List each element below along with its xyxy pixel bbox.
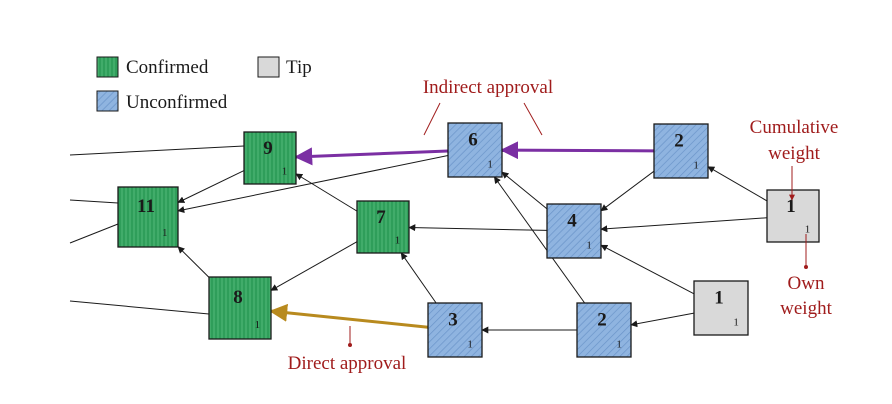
own-weight-value: 1 xyxy=(616,338,622,350)
own-weight-value: 1 xyxy=(693,159,699,171)
edge-n8-to-n11 xyxy=(177,246,210,278)
node-n7: 71 xyxy=(356,200,410,254)
cumulative-weight-value: 8 xyxy=(233,287,243,308)
annotations: Indirect approval Cumulative weight Own … xyxy=(288,77,839,374)
own-weight-value: 1 xyxy=(805,224,811,236)
edge-n2b-to-n6 xyxy=(493,176,586,304)
edge-n3-to-n7 xyxy=(400,252,437,304)
legend-unconfirmed-swatch xyxy=(96,90,119,112)
node-box xyxy=(766,189,820,243)
edge-offscreen-to-n8 xyxy=(69,300,210,315)
edge-n7-to-n9 xyxy=(295,173,358,212)
node-n11: 111 xyxy=(117,186,179,248)
edge-n2a-to-n4 xyxy=(600,170,655,212)
legend: Confirmed Tip Unconfirmed xyxy=(96,56,312,113)
edge-n9-to-n11 xyxy=(177,170,245,203)
edge-offscreen-to-n9 xyxy=(69,145,245,156)
direct-approval-pointer-dot xyxy=(348,343,352,347)
cumulative-weight-value: 2 xyxy=(597,310,607,331)
node-n6: 61 xyxy=(447,122,503,178)
indirect-approval-pointer-2 xyxy=(523,102,543,136)
edge-offscreen-to-n11-a xyxy=(69,199,119,204)
cumulative-weight-value: 11 xyxy=(137,196,155,217)
legend-tip-swatch xyxy=(257,56,280,78)
own-weight-label-line1: Own xyxy=(788,273,825,294)
direct-approval-label: Direct approval xyxy=(288,353,407,374)
node-box xyxy=(653,123,709,179)
indirect-approval-label: Indirect approval xyxy=(423,77,553,98)
edge-layer xyxy=(177,141,768,334)
legend-tip-label: Tip xyxy=(286,57,312,78)
own-weight-value: 1 xyxy=(487,158,493,170)
own-weight-value: 1 xyxy=(162,227,168,239)
edge-n3-to-n8 xyxy=(269,303,429,329)
edge-n4-to-n6 xyxy=(501,171,548,210)
cumulative-weight-label-line1: Cumulative xyxy=(750,117,839,138)
cumulative-weight-value: 2 xyxy=(674,131,684,152)
node-n1a: 11 xyxy=(766,189,820,243)
node-n1b: 11 xyxy=(693,280,749,336)
own-weight-value: 1 xyxy=(467,338,473,350)
node-box xyxy=(447,122,503,178)
cumulative-weight-value: 1 xyxy=(714,288,724,309)
edge-n2a-to-n6 xyxy=(500,141,655,160)
node-n9: 91 xyxy=(243,131,297,185)
node-n8: 81 xyxy=(208,276,272,340)
node-box xyxy=(546,203,602,259)
node-box xyxy=(243,131,297,185)
cumulative-weight-label-line2: weight xyxy=(768,143,820,164)
node-box xyxy=(208,276,272,340)
node-box xyxy=(427,302,483,358)
own-weight-value: 1 xyxy=(395,235,401,247)
node-box xyxy=(117,186,179,248)
node-n4: 41 xyxy=(546,203,602,259)
edge-n6-to-n9 xyxy=(294,147,449,166)
edge-n6-to-n11 xyxy=(177,155,449,214)
own-weight-pointer-dot xyxy=(804,265,808,269)
offscreen-edges xyxy=(69,145,245,315)
edge-n4-to-n7 xyxy=(408,224,548,232)
legend-unconfirmed-label: Unconfirmed xyxy=(126,92,228,113)
own-weight-value: 1 xyxy=(733,316,739,328)
legend-confirmed-label: Confirmed xyxy=(126,57,209,78)
cumulative-weight-value: 6 xyxy=(468,130,478,151)
node-box xyxy=(693,280,749,336)
own-weight-value: 1 xyxy=(586,239,592,251)
node-box xyxy=(576,302,632,358)
node-n2a: 21 xyxy=(653,123,709,179)
edge-n1b-to-n4 xyxy=(600,244,695,295)
cumulative-weight-value: 7 xyxy=(376,207,386,228)
edge-n7-to-n8 xyxy=(270,241,358,291)
edge-offscreen-to-n11-b xyxy=(69,223,119,244)
node-box xyxy=(356,200,410,254)
edge-n1a-to-n4 xyxy=(600,217,768,233)
own-weight-value: 1 xyxy=(255,319,261,331)
own-weight-value: 1 xyxy=(282,166,288,178)
own-weight-label-line2: weight xyxy=(780,298,832,319)
node-n2b: 21 xyxy=(576,302,632,358)
cumulative-weight-value: 3 xyxy=(448,310,458,331)
edge-n1b-to-n2b xyxy=(630,312,695,328)
edge-n1a-to-n2a xyxy=(707,166,768,202)
cumulative-weight-value: 9 xyxy=(263,138,273,159)
indirect-approval-pointer-1 xyxy=(423,102,441,136)
legend-confirmed-swatch xyxy=(96,56,119,78)
cumulative-weight-value: 4 xyxy=(567,211,577,232)
node-n3: 31 xyxy=(427,302,483,358)
cumulative-weight-value: 1 xyxy=(786,196,796,217)
